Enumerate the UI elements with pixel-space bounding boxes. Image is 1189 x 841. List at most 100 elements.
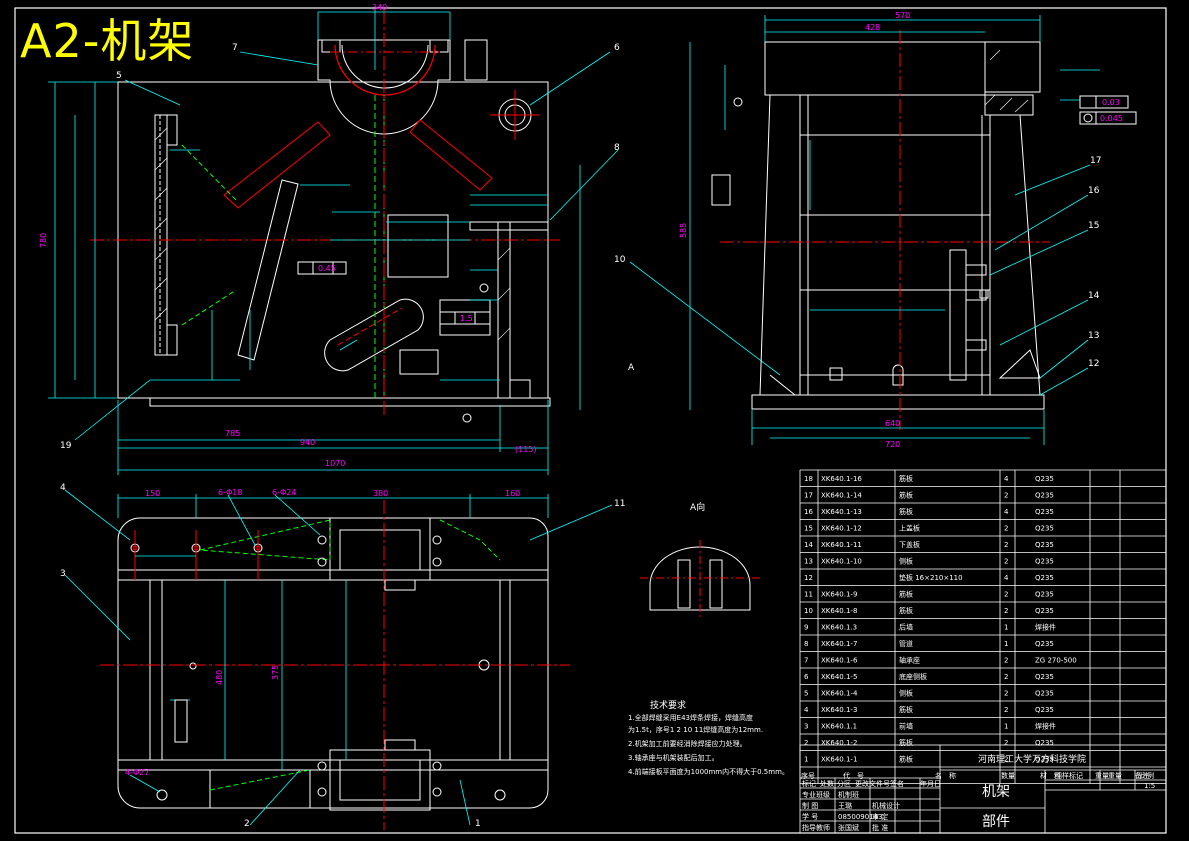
bom-row-code: XK640.1-3 — [821, 706, 857, 714]
bom-row-name: 垫板 16×210×110 — [899, 573, 963, 582]
geo-tolerance-1: 0.45 — [318, 264, 336, 273]
bom-row-no: 12 — [804, 574, 813, 582]
title-left-value: 0850090143 — [838, 813, 883, 821]
bom-row-code: XK640.1-11 — [821, 541, 862, 549]
title-block — [799, 744, 1167, 834]
bom-row-code: XK640.1.3 — [821, 624, 857, 632]
bom-row-qty: 2 — [1004, 690, 1008, 698]
dim-front-mid: 940 — [300, 438, 315, 447]
title-row-label: 分区 — [837, 779, 851, 788]
dim-side-bottom2: 720 — [885, 440, 900, 449]
tech-line-5: 4.前端接板平面度为1000mm内不得大于0.5mm。 — [628, 767, 789, 776]
drawing-title-banner: A2-机架 — [20, 14, 195, 68]
title-mid-label: 机械设计 — [872, 801, 900, 810]
side-view — [689, 15, 1137, 445]
tech-heading: 技术要求 — [650, 699, 686, 711]
dim-top-left: 150 — [145, 489, 160, 498]
balloon-top-11: 11 — [614, 499, 625, 509]
tech-line-1: 1.全部焊缝采用E43焊条焊接，焊缝高度 — [628, 713, 753, 722]
bom-row-name: 底座侧板 — [899, 672, 927, 681]
sheet-border — [14, 7, 1167, 834]
bom-row-code: XK640.1-2 — [821, 739, 857, 747]
view-a-label: A向 — [690, 501, 705, 513]
bom-row-mat: Q235 — [1035, 492, 1054, 500]
dim-side-height: 585 — [679, 223, 688, 238]
bom-row-no: 17 — [804, 492, 813, 500]
dim-front-total: 1070 — [325, 459, 345, 468]
bom-row-mat: Q235 — [1035, 525, 1054, 533]
bom-row-qty: 2 — [1004, 558, 1008, 566]
dim-front-height: 780 — [39, 233, 48, 248]
bom-row-code: XK640.1-4 — [821, 690, 858, 698]
title-row-label: 标记 — [802, 779, 816, 788]
dim-side-bottom1: 640 — [885, 419, 900, 428]
bom-row-code: XK640.1-13 — [821, 508, 862, 516]
dim-front-right: (115) — [515, 445, 537, 454]
bom-row-qty: 2 — [1004, 525, 1008, 533]
bom-row-mat: Q235 — [1035, 475, 1054, 483]
title-left-value: 机制班 — [838, 790, 859, 799]
bom-header-mat: 材 料 — [1040, 771, 1061, 780]
title-mid-label: 审 定 — [872, 812, 888, 821]
bom-row-qty: 2 — [1004, 739, 1008, 747]
bom-row-code: XK640.1.1 — [821, 723, 857, 731]
bom-row-code: XK640.1-5 — [821, 673, 857, 681]
bom-row-code: XK640.1-6 — [821, 657, 858, 665]
dim-top-hole1: 6-Φ18 — [218, 488, 242, 497]
title-mid-label: 批 准 — [872, 823, 888, 832]
bom-row-qty: 1 — [1004, 624, 1008, 632]
bom-row-mat: 焊接件 — [1035, 722, 1056, 731]
balloon-front-10: 10 — [614, 255, 626, 265]
bom-row-no: 5 — [804, 690, 808, 698]
top-view — [64, 489, 613, 830]
bom-row-no: 1 — [804, 756, 808, 764]
dim-front-top: 340 — [372, 3, 387, 12]
view-a — [640, 540, 760, 620]
bom-header-weight: 重量 — [1095, 772, 1109, 780]
bom-row-mat: Q235 — [1035, 591, 1054, 599]
balloon-front-19: 19 — [60, 441, 72, 451]
part-label: 部件 — [982, 814, 1010, 830]
bom-row-mat: Q235 — [1035, 607, 1054, 615]
balloon-top-1: 1 — [475, 819, 481, 829]
title-left-label: 专业班级 — [802, 790, 830, 799]
bom-row-no: 4 — [804, 706, 809, 714]
bom-row-mat: Q235 — [1035, 673, 1054, 681]
title-row-label: 更改文件号 — [855, 779, 890, 788]
bom-row-name: 筋板 — [899, 738, 913, 747]
balloon-side-12: 12 — [1088, 359, 1099, 369]
balloon-top-2: 2 — [244, 819, 250, 829]
balloon-side-14: 14 — [1088, 291, 1100, 301]
bom-row-no: 18 — [804, 475, 813, 483]
drawing-name: 机架 — [982, 784, 1010, 800]
bom-row-name: 筋板 — [899, 705, 913, 714]
bom-row-no: 10 — [804, 607, 813, 615]
dim-front-left: 785 — [225, 429, 240, 438]
stage-label: 图样标记 — [1055, 771, 1083, 780]
bom-row-name: 轴承座 — [899, 656, 920, 665]
bom-row-mat: Q235 — [1035, 756, 1054, 764]
title-row-label: 年月日 — [920, 779, 941, 788]
bom-header-no: 序号 — [801, 771, 815, 780]
bom-header-code: 代 号 — [843, 771, 864, 780]
tech-line-2: 为1.5t，序号1 2 10 11焊缝高度为12mm. — [628, 725, 763, 734]
bom-table-grid — [799, 469, 1167, 784]
dim-top-v2: 480 — [215, 670, 224, 685]
bom-row-qty: 2 — [1004, 706, 1008, 714]
front-view — [48, 10, 781, 475]
bom-row-no: 15 — [804, 525, 813, 533]
bom-row-no: 6 — [804, 673, 809, 681]
bom-row-name: 筋板 — [899, 590, 913, 599]
section-label-a: A — [628, 363, 635, 373]
bom-row-qty: 4 — [1004, 574, 1009, 582]
bom-row-qty: 2 — [1004, 657, 1008, 665]
tech-line-4: 3.轴承座与机架装配后加工。 — [628, 753, 719, 762]
bom-row-mat: Q235 — [1035, 640, 1054, 648]
bom-row-no: 9 — [804, 624, 808, 632]
bom-row-code: XK640.1-14 — [821, 492, 862, 500]
bom-row-no: 3 — [804, 723, 808, 731]
bom-row-name: 管道 — [899, 639, 913, 648]
bom-row-name: 筋板 — [899, 474, 913, 483]
